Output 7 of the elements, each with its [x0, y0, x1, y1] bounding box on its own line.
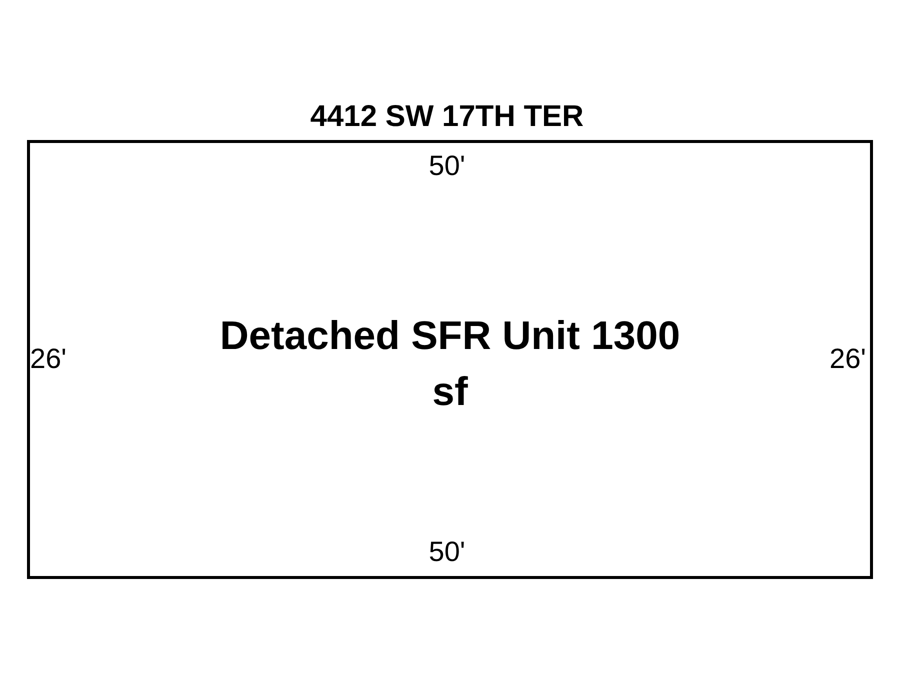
dimension-label: 50' [428, 150, 466, 181]
dimension-label: 26' [830, 343, 866, 374]
address-title: 4412 SW 17TH TER [309, 100, 585, 134]
dimension-label: 26' [30, 343, 66, 374]
dimension-label: 50' [428, 536, 466, 567]
unit-label: Detached SFR Unit 1300 sf [218, 313, 682, 416]
building-outline [27, 140, 873, 579]
